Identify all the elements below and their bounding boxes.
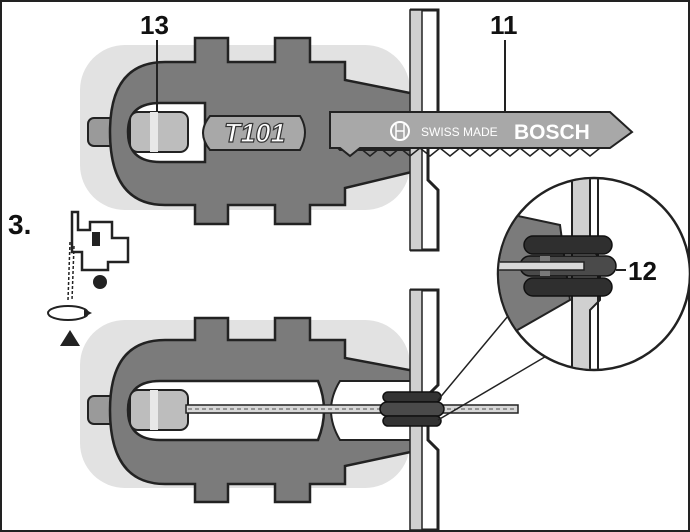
- magnifier-leader-top: [437, 303, 519, 401]
- up-triangle-icon: [60, 330, 80, 346]
- top-pin-highlight: [150, 112, 158, 152]
- magnifier-leader-bottom: [437, 347, 561, 421]
- blade-origin-label: SWISS MADE: [421, 125, 498, 139]
- callout-13: 13: [140, 10, 169, 40]
- callout-11: 11: [490, 10, 518, 40]
- bottom-guide-roller: [379, 391, 445, 427]
- blade-code-label: T101: [224, 118, 286, 148]
- magnifier-blade-edge: [499, 261, 585, 271]
- rotate-arrow-icon: [47, 305, 92, 321]
- top-clamping-pin: [129, 111, 189, 153]
- top-assembly: T101 SWISS MADE BOSCH: [80, 8, 634, 252]
- bottom-pin-highlight: [150, 390, 158, 430]
- bottom-clamping-pin: [129, 389, 189, 431]
- top-blade-teeth: [339, 147, 601, 157]
- step-number: 3.: [8, 209, 31, 240]
- detail-magnifier: [437, 176, 690, 421]
- blade-brand-label: BOSCH: [514, 121, 590, 144]
- jigsaw-front-icon: [67, 210, 130, 301]
- bosch-logo-icon: [390, 121, 410, 141]
- top-blade-shank: [202, 115, 306, 151]
- callout-12: 12: [628, 256, 657, 286]
- bottom-assembly: [80, 288, 519, 532]
